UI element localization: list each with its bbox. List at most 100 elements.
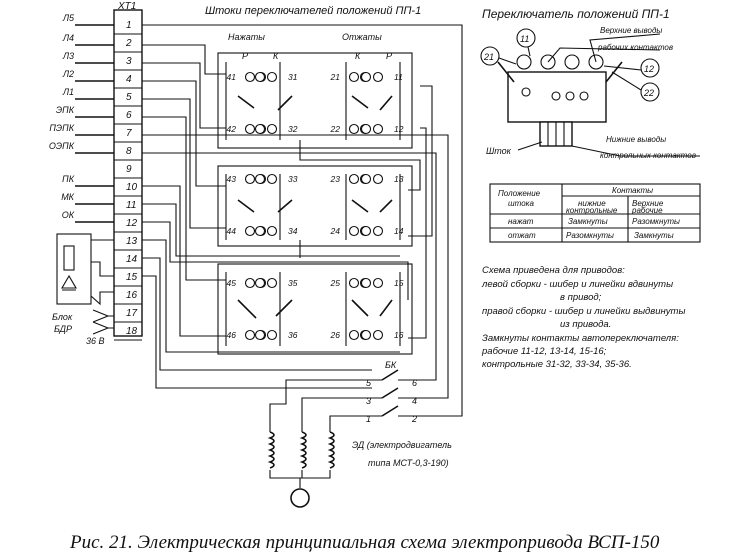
bk-terminal-6: 6 <box>412 378 417 388</box>
table-h-contacts: Контакты <box>612 186 653 195</box>
contact-terminal <box>254 71 266 83</box>
bk-terminal-1: 1 <box>366 414 371 424</box>
table-r2-lower: Разомкнуты <box>566 231 614 240</box>
contact-terminal <box>348 225 360 237</box>
contact-terminal <box>348 71 360 83</box>
contact-terminal <box>360 71 372 83</box>
terminal-strip-title: XT1 <box>117 1 136 12</box>
bk-label: БК <box>385 360 397 370</box>
contact-terminal <box>348 277 360 289</box>
contact-terminal <box>254 277 266 289</box>
table-h-position-1: Положение <box>498 189 541 198</box>
incoming-wire-label: ПЭПК <box>49 123 74 133</box>
bk-terminal-5: 5 <box>366 378 372 388</box>
note-line-5: из привода. <box>560 319 611 330</box>
table-h-upper-1: Верхние <box>632 199 664 208</box>
contact-number: 45 <box>227 278 237 288</box>
table-r2-upper: Замкнуты <box>634 231 674 240</box>
contact-terminal <box>266 277 278 289</box>
contact-number: 35 <box>288 278 298 288</box>
contact-terminal <box>348 329 360 341</box>
strip-terminal-number: 12 <box>126 218 138 229</box>
contact-terminal <box>348 173 360 185</box>
contact-terminal <box>266 329 278 341</box>
pp-upper-label-1: Верхние выводы <box>600 26 662 35</box>
contact-terminal <box>266 225 278 237</box>
table-h-lower-2: контрольные <box>566 206 618 215</box>
table-row-pressed: нажат <box>508 217 534 226</box>
contact-number: 34 <box>288 226 298 236</box>
incoming-wire-label: ЭПК <box>56 105 75 115</box>
contact-terminal <box>372 71 384 83</box>
callout-22: 22 <box>643 88 654 98</box>
strip-terminal-number: 14 <box>126 254 138 265</box>
contact-terminal <box>244 71 256 83</box>
contact-terminal <box>372 173 384 185</box>
callout-12: 12 <box>644 64 654 74</box>
strip-terminal-number: 1 <box>126 20 132 31</box>
table-h-lower-1: нижние <box>578 199 606 208</box>
figure-caption: Рис. 21. Электрическая принципиальная сх… <box>69 532 660 553</box>
contact-terminal <box>254 123 266 135</box>
contact-terminal <box>360 173 372 185</box>
contact-number: 32 <box>288 124 298 134</box>
contact-number: 26 <box>330 330 341 340</box>
incoming-wire-label: Л5 <box>62 13 75 23</box>
contact-number: 21 <box>330 72 341 82</box>
strip-terminal-number: 11 <box>126 200 136 211</box>
pp-upper-label-2: рабочих контактов <box>597 43 673 52</box>
contact-terminal <box>372 329 384 341</box>
incoming-wire-label: Л3 <box>62 51 74 61</box>
strip-terminal-number: 17 <box>126 308 138 319</box>
table-h-upper-2: рабочие <box>631 206 663 215</box>
strip-terminal-number: 15 <box>126 272 138 283</box>
contact-number: 13 <box>394 174 404 184</box>
contact-number: 41 <box>227 72 237 82</box>
contact-terminal <box>244 123 256 135</box>
contact-number: 36 <box>288 330 298 340</box>
incoming-wire-label: ОК <box>62 210 75 220</box>
contact-terminal <box>360 329 372 341</box>
wiring-lines <box>56 9 701 508</box>
contact-terminal <box>372 277 384 289</box>
strip-terminal-number: 7 <box>126 128 132 139</box>
contact-terminal <box>360 277 372 289</box>
contact-terminal <box>348 123 360 135</box>
strip-terminal-number: 18 <box>126 326 138 337</box>
strip-terminal-number: 2 <box>125 38 132 49</box>
incoming-wire-label: ОЭПК <box>49 141 75 151</box>
bk-terminal-3: 3 <box>366 396 371 406</box>
notes: Схема приведена для приводов: левой сбор… <box>481 265 685 370</box>
strip-terminal-number: 9 <box>126 164 132 175</box>
pp-switch-title: Переключатель положений ПП-1 <box>482 7 670 21</box>
pressed-label: Нажаты <box>228 32 265 42</box>
contact-terminal <box>244 277 256 289</box>
strip-terminal-number: 8 <box>126 146 132 157</box>
bk-terminal-4: 4 <box>412 396 417 406</box>
note-line-2: левой сборки - шибер и линейки вдвинуты <box>481 279 673 290</box>
contact-terminal <box>244 225 256 237</box>
incoming-wire-label: МК <box>61 192 74 202</box>
motor-label-1: ЭД (электродвигатель <box>352 440 452 450</box>
bk-terminal-2: 2 <box>411 414 417 424</box>
contact-terminal <box>266 71 278 83</box>
strip-terminal-number: 5 <box>126 92 132 103</box>
col-letter-3: К <box>355 51 361 61</box>
note-line-3: в привод; <box>560 292 602 303</box>
contact-terminal <box>254 329 266 341</box>
pp-rod-label: Шток <box>486 146 512 156</box>
contact-number: 24 <box>330 226 341 236</box>
strip-terminal-number: 13 <box>126 236 138 247</box>
contact-terminals <box>244 71 384 341</box>
contact-number: 11 <box>394 72 403 82</box>
contact-terminal <box>372 123 384 135</box>
contact-number: 22 <box>330 124 341 134</box>
contact-number: 16 <box>394 330 404 340</box>
note-line-7: рабочие 11-12, 13-14, 15-16; <box>481 346 607 357</box>
bdr-voltage: 36 В <box>86 336 105 346</box>
bdr-label-line2: БДР <box>54 324 72 334</box>
contact-terminal <box>254 173 266 185</box>
contact-number: 31 <box>288 72 298 82</box>
contact-terminal <box>266 173 278 185</box>
